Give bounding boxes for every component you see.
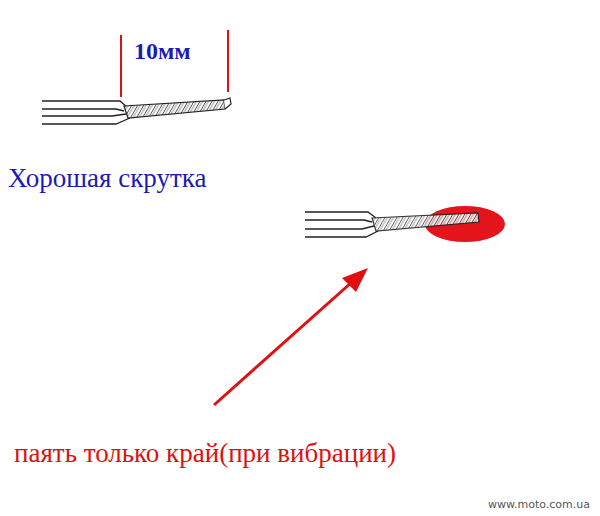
watermark: www.moto.com.ua bbox=[488, 499, 590, 512]
twisted-conductor bbox=[372, 213, 479, 231]
wire-insulation bbox=[305, 212, 378, 237]
wire-insulation bbox=[42, 101, 130, 124]
twisted-conductor bbox=[124, 98, 231, 118]
dimension-mark bbox=[120, 35, 122, 97]
dimension-label: 10мм bbox=[134, 38, 191, 66]
pointer-arrow bbox=[214, 268, 368, 405]
note-label: паять только край(при вибрации) bbox=[14, 438, 396, 469]
caption-label: Хорошая скрутка bbox=[8, 163, 206, 194]
dimension-mark bbox=[227, 30, 229, 92]
